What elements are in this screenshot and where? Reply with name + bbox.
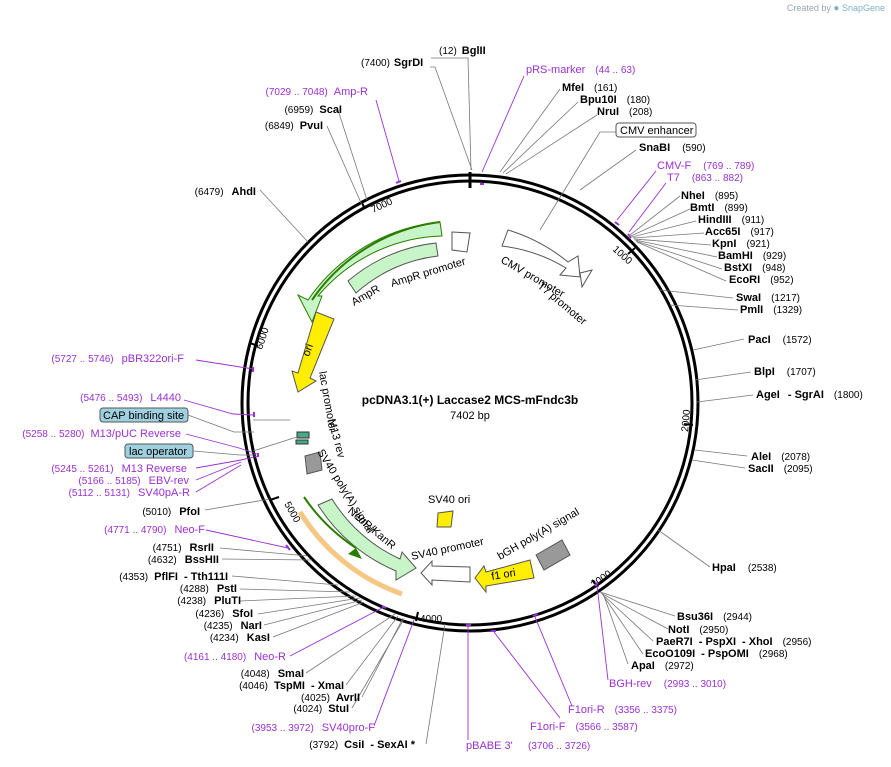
svg-text:(4025)AvrII: (4025)AvrII [301,692,360,704]
svg-text:(4235)NarI: (4235)NarI [204,620,262,632]
svg-text:BlpI(1707): BlpI(1707) [754,366,816,378]
svg-text:PmlI(1329): PmlI(1329) [740,304,802,316]
svg-text:(3792)CsiI- SexAI *: (3792)CsiI- SexAI * [309,739,415,751]
svg-text:BmtI(899): BmtI(899) [690,202,748,214]
svg-text:(3953 .. 3972)SV40pro-F: (3953 .. 3972)SV40pro-F [252,722,376,734]
box-cmv-enhancer: CMV enhancer [615,122,697,138]
svg-text:CAP binding site: CAP binding site [103,410,184,422]
svg-text:MfeI(161): MfeI(161) [562,82,617,94]
leaders-left [204,109,446,745]
svg-text:lac operator: lac operator [129,446,187,458]
svg-text:BstXI(948): BstXI(948) [724,262,785,274]
box-cap-binding-site: CAP binding site [99,407,189,423]
svg-text:(4751)RsrII: (4751)RsrII [153,542,214,554]
cap-site-leader [187,414,254,433]
svg-text:F1ori-R(3356 .. 3375): F1ori-R(3356 .. 3375) [568,704,677,716]
svg-text:(5476 .. 5493)L4440: (5476 .. 5493)L4440 [80,392,181,404]
svg-text:PaeR7I- PspXI- XhoI(2956): PaeR7I- PspXI- XhoI(2956) [656,636,812,648]
svg-text:AgeI- SgrAI(1800): AgeI- SgrAI(1800) [756,389,863,401]
svg-text:(4288)PstI: (4288)PstI [180,583,237,595]
svg-text:NheI(895): NheI(895) [681,190,738,202]
enzyme-labels-left: (6959)ScaI (6849)PvuI (6479)AhdI (5010)P… [119,104,415,751]
svg-text:PacI(1572): PacI(1572) [748,334,812,346]
feature-bgh-polya: bGH poly(A) signal [496,506,581,571]
box-lac-operator: lac operator [124,443,194,459]
snapgene-watermark: Created by ● SnapGene [786,3,885,14]
svg-text:NotI(2950): NotI(2950) [668,624,728,636]
svg-text:(5166 .. 5185)EBV-rev: (5166 .. 5185)EBV-rev [78,475,189,487]
tick-2000: 2000 [680,409,693,433]
svg-text:(5727 .. 5746)pBR322ori-F: (5727 .. 5746)pBR322ori-F [51,353,184,365]
svg-text:SnaBI(590): SnaBI(590) [639,142,706,154]
svg-text:(4353)PflFI- Tth111I: (4353)PflFI- Tth111I [119,571,228,583]
svg-text:HpaI(2538): HpaI(2538) [712,562,777,574]
svg-text:HindIII(911): HindIII(911) [698,214,764,226]
primer-labels: pRS-marker(44 .. 63) (7029 .. 7048)Amp-R… [22,64,754,752]
feature-neor: NeoR/KanR [297,496,417,597]
leaders-right [430,57,754,665]
tick-4000: 4000 [420,614,443,625]
svg-text:SwaI(1217): SwaI(1217) [736,292,800,304]
svg-text:pBABE 3': pBABE 3' [466,740,513,752]
svg-text:(5010)PfoI: (5010)PfoI [142,506,200,518]
tick-6000: 6000 [254,326,271,351]
svg-text:BamHI(929): BamHI(929) [718,250,786,262]
svg-text:BGH-rev(2993 .. 3010): BGH-rev(2993 .. 3010) [609,678,726,690]
feature-sv40-promoter: SV40 promoter [410,536,485,587]
svg-text:(4236)SfoI: (4236)SfoI [195,608,253,620]
svg-text:(4161 .. 4180)Neo-R: (4161 .. 4180)Neo-R [184,651,286,663]
svg-text:(4234)KasI: (4234)KasI [210,632,270,644]
svg-text:SV40 ori: SV40 ori [428,494,470,506]
svg-text:(5112 .. 5131)SV40pA-R: (5112 .. 5131)SV40pA-R [68,487,190,499]
svg-text:Bsu36I(2944): Bsu36I(2944) [677,611,752,623]
svg-text:(7400)SgrDI: (7400)SgrDI [361,57,423,69]
svg-text:(4238)PluTI: (4238)PluTI [177,595,241,607]
plasmid-length: 7402 bp [450,410,490,422]
svg-text:(5258 .. 5280)M13/pUC Reverse: (5258 .. 5280)M13/pUC Reverse [22,428,181,440]
svg-text:(4632)BssHII: (4632)BssHII [148,554,219,566]
svg-text:(5245 .. 5261)M13 Reverse: (5245 .. 5261)M13 Reverse [51,463,187,475]
svg-text:(3706 .. 3726): (3706 .. 3726) [528,741,590,752]
svg-text:EcoO109I- PspOMI(2968): EcoO109I- PspOMI(2968) [645,648,788,660]
svg-text:(6849)PvuI: (6849)PvuI [265,120,323,132]
lac-operator-leader [192,450,255,456]
svg-text:T7(863 .. 882): T7(863 .. 882) [667,172,743,184]
svg-text:ApaI(2972): ApaI(2972) [631,660,694,672]
tick-7000: 7000 [370,196,395,216]
svg-text:KpnI(921): KpnI(921) [712,238,770,250]
tick-3000: 3000 [589,568,614,590]
svg-text:(4771 .. 4790)Neo-F: (4771 .. 4790)Neo-F [104,524,205,536]
svg-text:(12)BglII: (12)BglII [439,45,486,57]
svg-text:(6479)AhdI: (6479)AhdI [195,186,256,198]
svg-text:(4048)SmaI: (4048)SmaI [241,668,304,680]
svg-text:Bpu10I(180): Bpu10I(180) [580,94,650,106]
svg-text:SacII(2095): SacII(2095) [748,463,813,475]
svg-text:EcoRI(952): EcoRI(952) [729,274,794,286]
svg-text:F1ori-F(3566 .. 3587): F1ori-F(3566 .. 3587) [530,721,638,733]
feature-f1-ori: f1 ori [474,559,535,594]
svg-text:SV40 promoter: SV40 promoter [410,536,485,563]
svg-text:(4024)StuI: (4024)StuI [293,703,349,715]
svg-text:CMV-F(769 .. 789): CMV-F(769 .. 789) [657,160,754,172]
primer-leaders [183,75,667,740]
plasmid-name: pcDNA3.1(+) Laccase2 MCS-mFndc3b [362,393,578,407]
svg-text:f1 ori: f1 ori [490,567,516,583]
enzyme-labels-right: (12)BglII (7400)SgrDI MfeI(161) Bpu10I(1… [361,45,863,672]
feature-sv40-ori: SV40 ori [428,494,470,528]
svg-text:CMV enhancer: CMV enhancer [620,125,694,137]
feature-ori: ori [291,311,335,393]
svg-text:NruI(208): NruI(208) [597,106,652,118]
svg-text:(7029 .. 7048)Amp-R: (7029 .. 7048)Amp-R [266,86,369,98]
svg-text:AleI(2078): AleI(2078) [751,451,810,463]
feature-ampr-promoter: AmpR promoter [347,231,471,294]
svg-text:(4046)TspMI- XmaI: (4046)TspMI- XmaI [239,680,344,692]
svg-text:pRS-marker(44 .. 63): pRS-marker(44 .. 63) [526,64,635,76]
svg-text:ori: ori [301,342,316,358]
svg-text:Acc65I(917): Acc65I(917) [705,226,774,238]
svg-text:(6959)ScaI: (6959)ScaI [284,104,342,116]
